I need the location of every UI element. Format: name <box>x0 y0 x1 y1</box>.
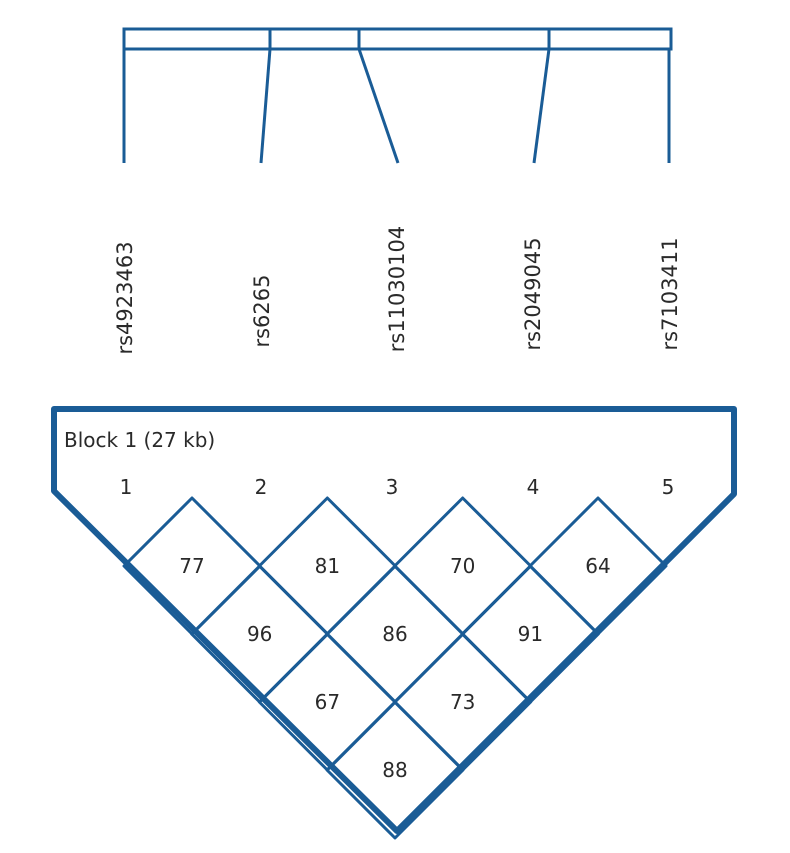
snp-connector-4 <box>532 48 551 164</box>
ld-value-2-4: 86 <box>382 622 407 646</box>
ld-value-2-3: 81 <box>315 554 340 578</box>
snp-connector-2 <box>259 48 272 164</box>
marker-index-3: 3 <box>386 475 399 499</box>
ruler-bar <box>122 27 673 51</box>
ld-value-4-5: 64 <box>585 554 610 578</box>
snp-label-2: rs6265 <box>250 274 274 347</box>
ld-value-1-5: 88 <box>382 758 407 782</box>
snp-label-4: rs2049045 <box>521 237 545 350</box>
ld-value-1-3: 96 <box>247 622 272 646</box>
ld-value-1-2: 77 <box>179 554 204 578</box>
marker-index-1: 1 <box>120 475 133 499</box>
snp-connector-3 <box>357 48 400 164</box>
ld-block-outline <box>51 406 737 834</box>
position-ruler <box>122 27 673 51</box>
ld-value-3-4: 70 <box>450 554 475 578</box>
block-label: Block 1 (27 kb) <box>64 428 215 452</box>
ld-value-3-5: 91 <box>518 622 543 646</box>
snp-connectors <box>122 48 671 164</box>
snp-label-1: rs4923463 <box>113 241 137 354</box>
marker-index-5: 5 <box>662 475 675 499</box>
snp-label-3: rs11030104 <box>385 226 409 352</box>
marker-index-4: 4 <box>527 475 540 499</box>
marker-indices: 1 2 3 4 5 <box>120 475 675 499</box>
snp-label-5: rs7103411 <box>658 237 682 350</box>
block-outline <box>51 406 737 834</box>
ld-cell-1-5 <box>325 700 465 840</box>
ld-value-1-4: 67 <box>315 690 340 714</box>
snp-labels: rs4923463 rs6265 rs11030104 rs2049045 rs… <box>113 226 682 355</box>
ld-cells: 77 81 70 64 96 86 91 67 73 88 <box>122 496 668 840</box>
marker-index-2: 2 <box>255 475 268 499</box>
ld-value-2-5: 73 <box>450 690 475 714</box>
